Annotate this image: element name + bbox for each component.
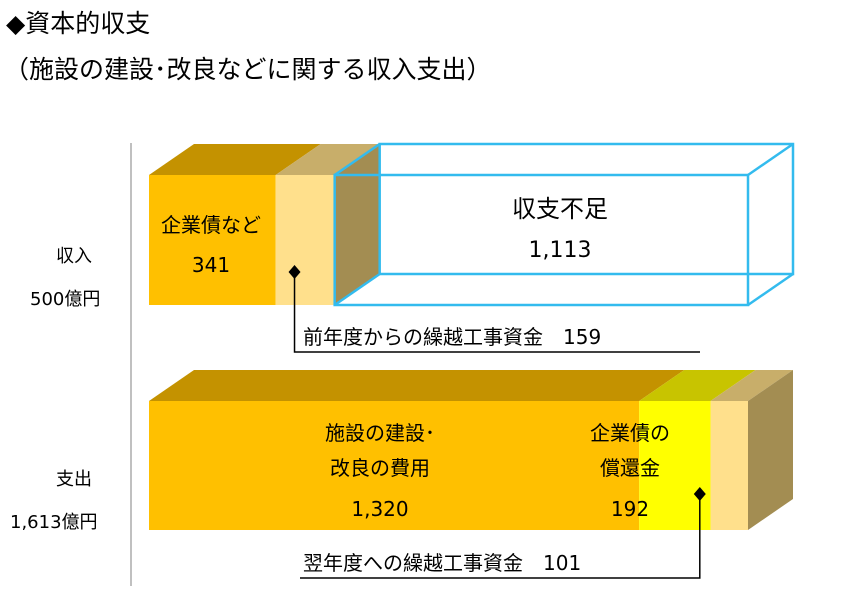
bar-segment-0-0-top [149, 144, 321, 175]
segment-value-construction: 1,320 [351, 497, 409, 521]
segment-label-construction-2: 改良の費用 [330, 456, 430, 480]
row-total-income: 500億円 [30, 289, 101, 310]
bar-segment-0-2-edge [747, 142, 794, 177]
chart-title: ◆資本的収支 [6, 9, 151, 38]
segment-label-redemption-1: 企業債の [590, 421, 670, 445]
bar-segment-1-1 [639, 401, 711, 530]
bar-segment-1-2-top [710, 370, 793, 401]
bar-segment-1-2-side [748, 370, 793, 530]
callout-line-carry-out [300, 494, 701, 579]
bar-segment-0-2-edge [333, 142, 381, 177]
bar-segment-0-0 [149, 175, 276, 305]
row-total-expense: 1,613億円 [10, 512, 98, 533]
bar-segment-1-2 [710, 401, 748, 530]
bar-segment-0-1-top [275, 144, 380, 175]
bar-segment-1-1-top [639, 370, 756, 401]
chart-subtitle: （施設の建設･改良などに関する収入支出） [4, 55, 492, 84]
segment-value-bonds: 341 [191, 253, 231, 277]
callout-carry-in: 前年度からの繰越工事資金 159 [303, 325, 602, 349]
segment-value-shortfall: 1,113 [528, 238, 592, 263]
bar-segment-0-1-side [334, 144, 380, 305]
callout-line-carry-in [293, 272, 700, 353]
row-label-income: 収入 [56, 246, 92, 267]
segment-value-redemption: 192 [610, 497, 650, 521]
bar-segment-0-2-edge [747, 272, 794, 307]
row-label-expense: 支出 [56, 469, 92, 490]
segment-label-bonds: 企業債など [161, 213, 261, 237]
segment-label-redemption-2: 償還金 [600, 456, 660, 480]
bar-segment-1-0-top [149, 370, 685, 401]
bar-segment-0-2-back [378, 142, 795, 276]
segment-label-shortfall: 収支不足 [512, 195, 608, 223]
callout-carry-out: 翌年度への繰越工事資金 101 [303, 551, 582, 575]
bar-segment-0-2 [333, 173, 750, 307]
segment-label-construction-1: 施設の建設･ [325, 421, 435, 445]
bar-segment-0-2-edge [333, 272, 381, 307]
bar-segment-0-1 [275, 175, 335, 305]
bar-segment-1-0 [149, 401, 640, 530]
